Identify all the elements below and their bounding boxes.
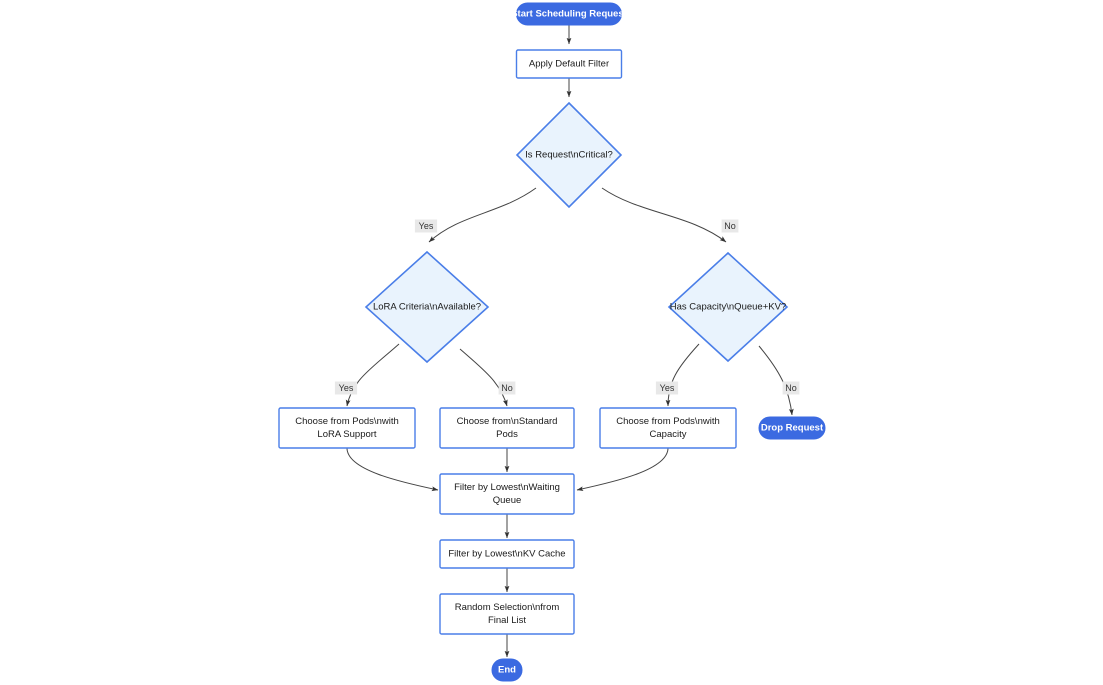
edge-label: Yes xyxy=(334,381,358,395)
node-label: Capacity xyxy=(650,429,687,440)
node-label: Choose from\nStandard xyxy=(457,416,558,427)
node-label: Is Request\nCritical? xyxy=(525,150,613,161)
node-label: Pods xyxy=(496,429,518,440)
node-shape-stadium xyxy=(758,416,826,440)
edges-layer xyxy=(345,25,794,658)
node-shape-rect xyxy=(439,473,575,515)
node-shape-diamond xyxy=(364,250,490,364)
flow-edge xyxy=(345,343,400,407)
edge-label-background xyxy=(655,381,679,395)
flow-node-start[interactable]: Start Scheduling Request xyxy=(511,2,628,26)
flow-edge xyxy=(601,187,727,243)
node-label: Filter by Lowest\nKV Cache xyxy=(448,549,565,560)
edge-label: Yes xyxy=(414,219,438,233)
node-label: Drop Request xyxy=(761,423,824,434)
flow-node-apply_default_filter[interactable]: Apply Default Filter xyxy=(515,49,623,79)
edge-label-text: No xyxy=(501,383,513,393)
node-label: Choose from Pods\nwith xyxy=(616,416,720,427)
node-shape-diamond xyxy=(515,101,623,209)
node-shape-stadium xyxy=(491,658,523,682)
node-label: Final List xyxy=(488,615,526,626)
node-label: LoRA Support xyxy=(317,429,377,440)
flow-edge xyxy=(576,447,669,492)
flow-edge xyxy=(758,345,794,416)
edge-label-text: Yes xyxy=(339,383,354,393)
edge-label-background xyxy=(498,381,516,395)
edge-label-text: No xyxy=(785,383,797,393)
flow-node-end[interactable]: End xyxy=(491,658,523,682)
node-label: Queue xyxy=(493,495,522,506)
edge-label-text: Yes xyxy=(419,221,434,231)
edge-label: No xyxy=(498,381,516,395)
flow-node-filter_kv_cache[interactable]: Filter by Lowest\nKV Cache xyxy=(439,539,575,569)
flow-edge xyxy=(428,187,537,243)
node-label: End xyxy=(498,665,516,676)
node-shape-rect xyxy=(439,539,575,569)
edge-label-text: No xyxy=(724,221,736,231)
node-shape-diamond xyxy=(667,251,789,363)
edge-label-background xyxy=(721,219,739,233)
node-label: Start Scheduling Request xyxy=(511,9,627,20)
flow-node-has_capacity[interactable]: Has Capacity\nQueue+KV? xyxy=(667,251,789,363)
node-label: Choose from Pods\nwith xyxy=(295,416,399,427)
edge-label-background xyxy=(782,381,800,395)
node-shape-rect xyxy=(599,407,737,449)
node-label: LoRA Criteria\nAvailable? xyxy=(373,302,481,313)
edge-label-background xyxy=(414,219,438,233)
node-shape-rect xyxy=(278,407,416,449)
edge-label: No xyxy=(782,381,800,395)
flow-edge xyxy=(459,348,508,407)
flow-edge xyxy=(665,343,700,407)
node-label: Has Capacity\nQueue+KV? xyxy=(670,302,786,313)
flow-node-lora_criteria_available[interactable]: LoRA Criteria\nAvailable? xyxy=(364,250,490,364)
node-shape-rect xyxy=(439,407,575,449)
edge-label: No xyxy=(721,219,739,233)
edge-label-background xyxy=(334,381,358,395)
flow-edge xyxy=(346,447,439,492)
flow-node-is_request_critical[interactable]: Is Request\nCritical? xyxy=(515,101,623,209)
edge-label: Yes xyxy=(655,381,679,395)
node-shape-rect xyxy=(439,593,575,635)
flow-node-drop_request[interactable]: Drop Request xyxy=(758,416,826,440)
node-label: Apply Default Filter xyxy=(529,59,609,70)
node-shape-rect xyxy=(515,49,623,79)
node-label: Random Selection\nfrom xyxy=(455,602,560,613)
node-shape-stadium xyxy=(516,2,622,26)
edge-label-text: Yes xyxy=(660,383,675,393)
node-label: Filter by Lowest\nWaiting xyxy=(454,482,560,493)
